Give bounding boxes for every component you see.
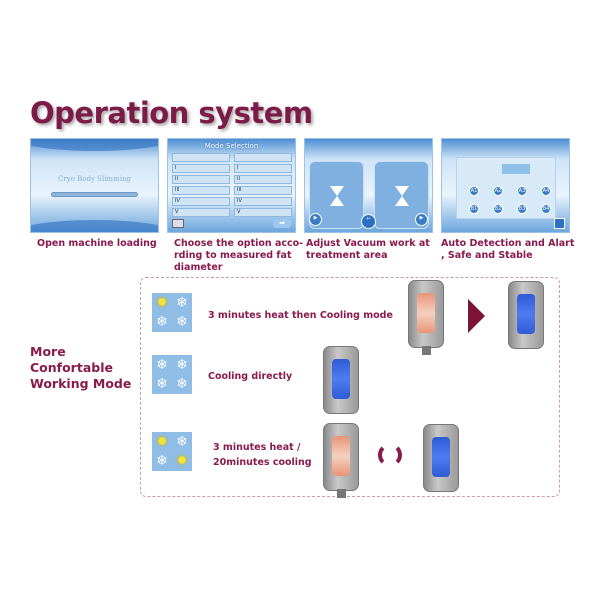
mode-row[interactable]: III [172,186,230,195]
mode-row[interactable]: II [172,175,230,184]
mode-row[interactable]: V [172,208,230,217]
heat-cool-icon: ✹❄❄❄ [152,293,192,332]
cycle-icon [378,443,402,467]
screen-detection: A1 A2 A3 A4 B1 B2 B3 B4 [441,138,570,233]
play-left-button[interactable]: ▶ [309,213,322,226]
modes-side-label: More Confortable Working Mode [30,344,132,391]
caption-detection: Auto Detection and Alart , Safe and Stab… [441,238,575,261]
settings-panel: A1 A2 A3 A4 B1 B2 B3 B4 [456,157,556,219]
a3-button[interactable]: A3 [517,186,527,196]
screen-loading: Cryo Body Slimming [30,138,159,233]
save-icon[interactable] [554,218,565,229]
hourglass-icon [395,186,409,196]
caption-loading: Open machine loading [37,238,157,249]
b2-button[interactable]: B2 [493,204,503,214]
mode-label: 3 minutes heat then Cooling mode [208,310,393,321]
mode-row[interactable]: I [172,164,230,173]
screen-mode-selection: Mode Selection I II III IV V I II III IV… [167,138,296,233]
screen-loading-text: Cryo Body Slimming [58,175,131,183]
b3-button[interactable]: B3 [517,204,527,214]
mode-row[interactable]: I [234,164,292,173]
a1-button[interactable]: A1 [469,186,479,196]
caption-mode-selection: Choose the option acco-rding to measured… [174,238,304,273]
caption-vacuum: Adjust Vacuum work at treatment area [306,238,430,261]
mode-row[interactable]: II [234,175,292,184]
arrow-right-icon [468,299,485,333]
hourglass-icon [330,186,344,196]
handpiece-hot-image [323,423,359,498]
mode-row[interactable]: III [234,186,292,195]
mode-label: Cooling directly [208,371,293,382]
handpiece-cold-image [508,281,544,349]
mode-table-left: I II III IV V [172,153,230,219]
return-button[interactable]: ↩ [361,214,376,229]
mode-table-right: I II III IV V [234,153,292,219]
handpiece-cold-image [323,346,359,414]
handpiece-cold-image [423,424,459,492]
value-display [502,164,530,174]
snowflake-icon: ❄❄❄❄ [152,355,192,394]
screen-vacuum: ▶ ↩ ▶ [304,138,433,233]
b4-button[interactable]: B4 [541,204,551,214]
heat-cool-alternate-icon: ✹❄❄✹ [152,432,192,471]
b1-button[interactable]: B1 [469,204,479,214]
next-arrow-icon[interactable]: ➡ [273,219,291,228]
screen-mode-title: Mode Selection [204,142,259,150]
mode-row[interactable]: IV [234,197,292,206]
mode-row[interactable]: IV [172,197,230,206]
modes-box [140,277,560,497]
a4-button[interactable]: A4 [541,186,551,196]
handpiece-hot-image [408,280,444,355]
mode-row[interactable]: V [234,208,292,217]
loading-progress-bar [51,192,138,197]
play-right-button[interactable]: ▶ [415,213,428,226]
mode-label: 3 minutes heat / 20minutes cooling [213,442,312,468]
a2-button[interactable]: A2 [493,186,503,196]
settings-icon[interactable] [172,219,184,228]
page-title: Operation system [30,96,313,130]
